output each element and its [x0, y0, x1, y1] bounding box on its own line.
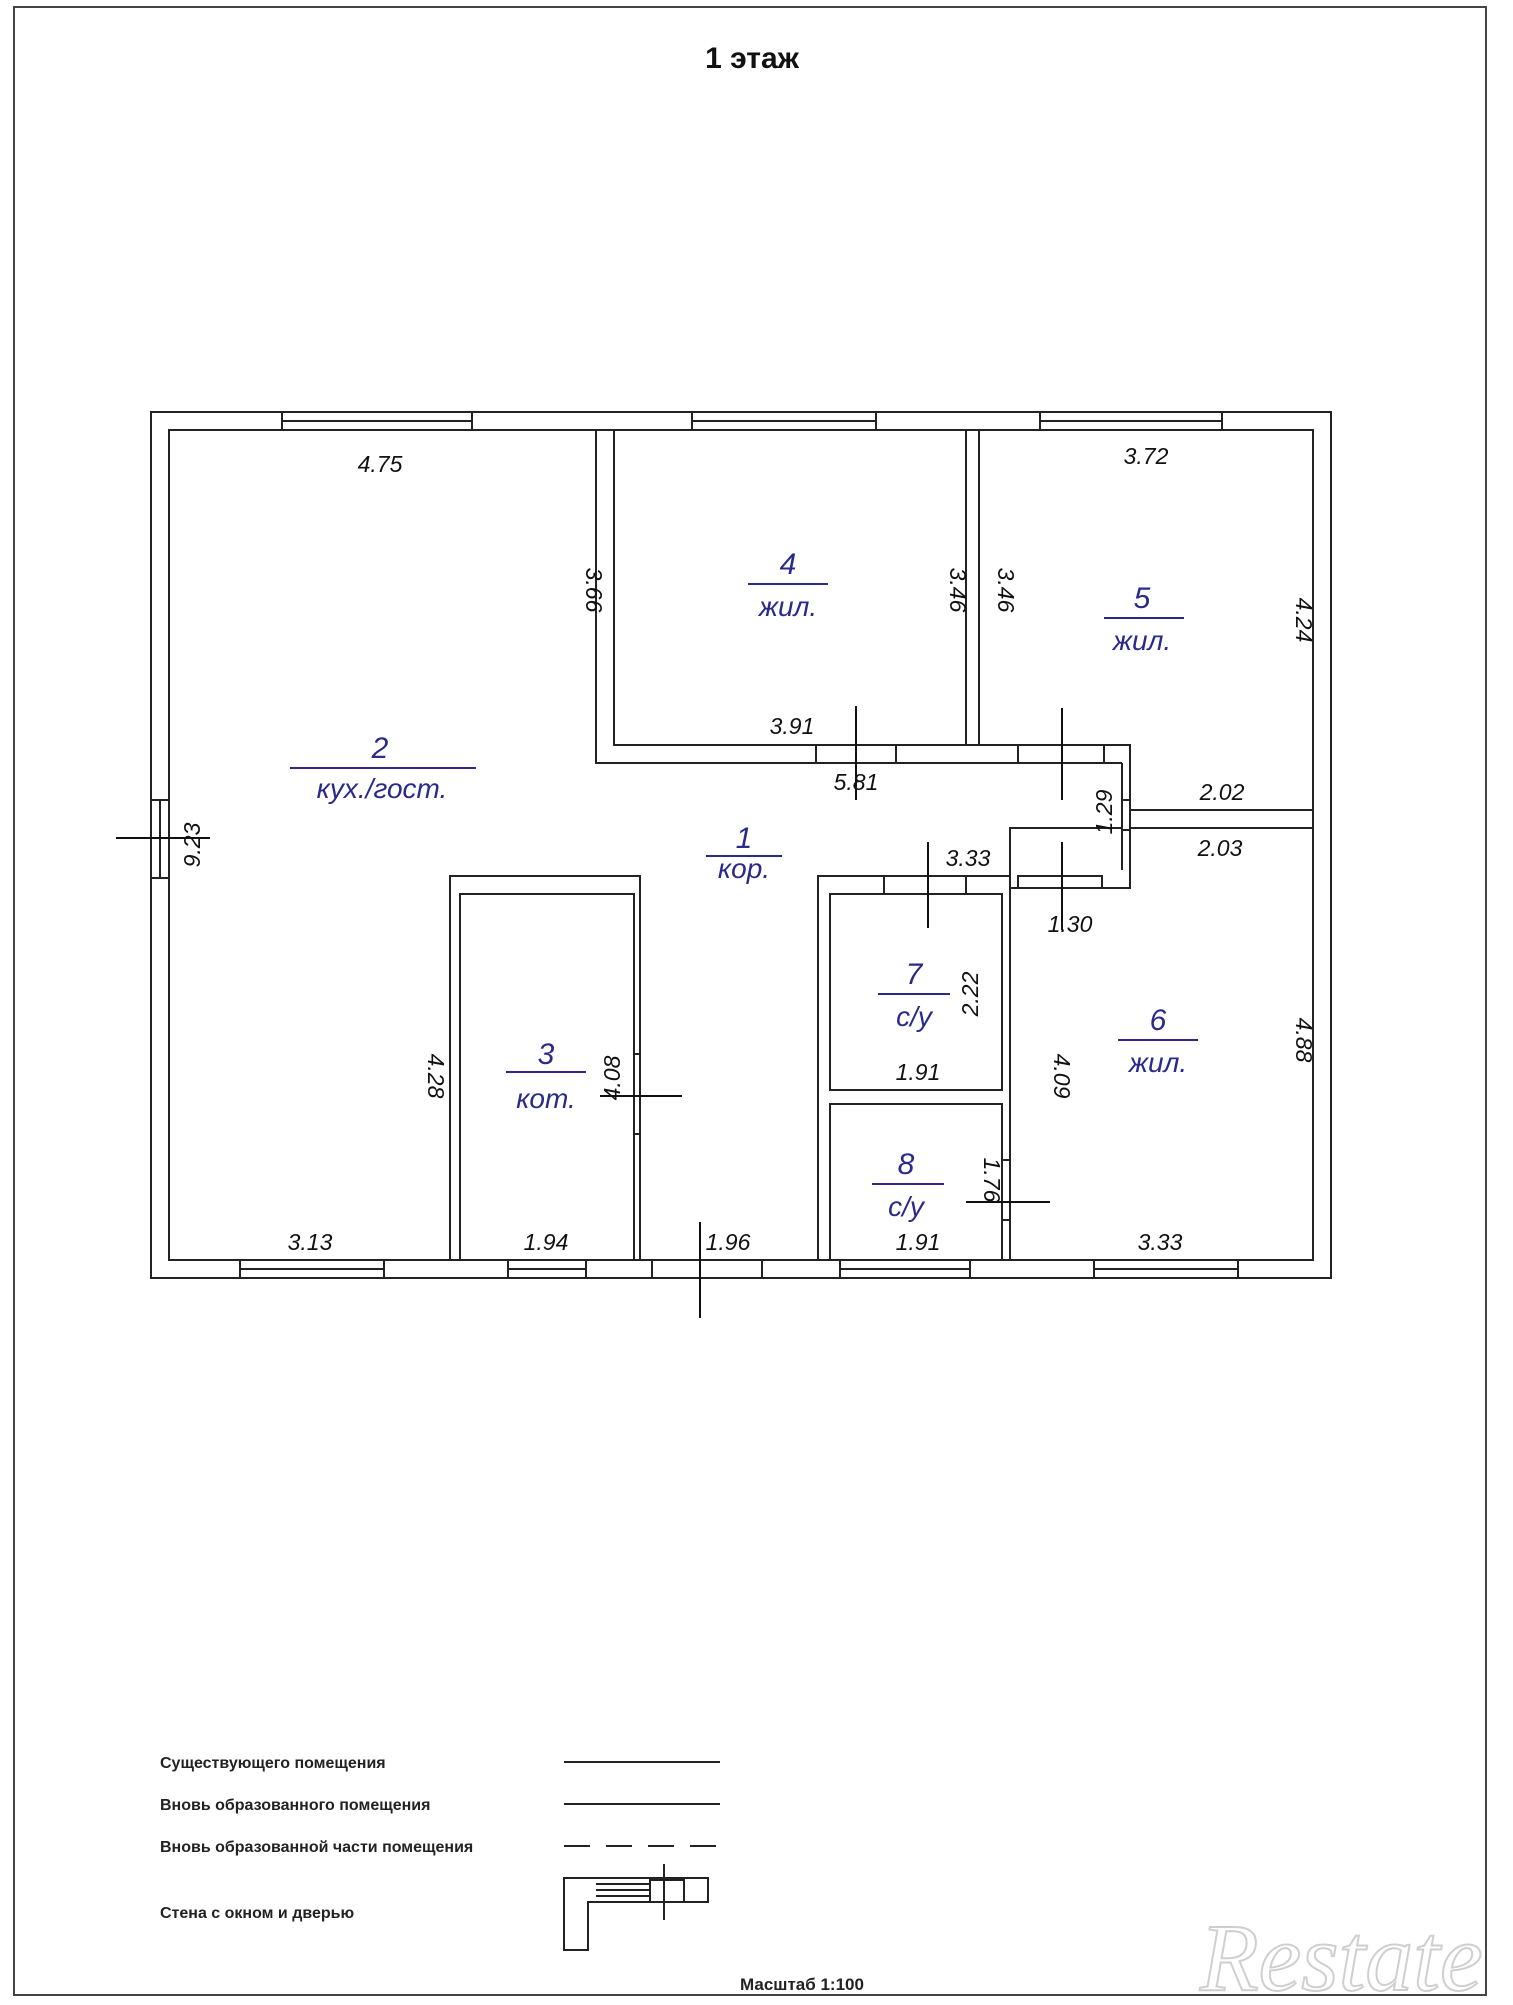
svg-text:3: 3: [538, 1038, 555, 1071]
dim-r6-right: 4.88: [1291, 1018, 1317, 1063]
room-label-1: 1 кор.: [706, 822, 782, 884]
legend-label-existing: Существующего помещения: [160, 1755, 386, 1772]
door-room8: [1001, 1159, 1011, 1221]
legend-label-wall-symbol: Стена с окном и дверью: [160, 1905, 355, 1922]
svg-text:5: 5: [1134, 582, 1151, 615]
room-label-4: 4 жил.: [748, 548, 828, 622]
dim-r4-right: 3.46: [945, 568, 971, 613]
dim-corridor-mid: 3.33: [946, 845, 991, 871]
wall-room4-left: [613, 430, 979, 746]
svg-text:с/у: с/у: [896, 1001, 934, 1032]
dim-r2-left: 9.23: [179, 822, 205, 867]
dim-r2-top: 4.75: [358, 451, 403, 477]
legend-label-new-part: Вновь образованной части помещения: [160, 1839, 473, 1856]
dim-r5-top: 3.72: [1124, 443, 1169, 469]
door-markers: [116, 706, 1063, 1318]
dim-r2-lower-right: 4.28: [423, 1054, 449, 1099]
dim-corridor-top: 5.81: [834, 769, 879, 795]
door-room3: [633, 1053, 641, 1135]
room-label-3: 3 кот.: [506, 1038, 586, 1114]
dim-r8-right: 1.76: [979, 1158, 1005, 1203]
room-label-6: 6 жил.: [1118, 1004, 1198, 1078]
room-label-5: 5 жил.: [1104, 582, 1184, 656]
dim-r7-bottom: 1.91: [896, 1059, 941, 1085]
svg-text:с/у: с/у: [888, 1191, 926, 1222]
door-corridor-room6: [1017, 875, 1103, 889]
svg-text:кот.: кот.: [516, 1083, 576, 1114]
doors: [633, 744, 1131, 1279]
svg-text:жил.: жил.: [1127, 1047, 1187, 1078]
svg-text:8: 8: [898, 1148, 915, 1181]
watermark-logo: Restate: [1199, 1904, 1483, 2000]
legend: Существующего помещения Вновь образованн…: [160, 1755, 864, 1994]
dim-r2-bottom: 3.13: [288, 1229, 333, 1255]
dim-corridor-bottom: 1.96: [706, 1229, 751, 1255]
room4-walls: [613, 429, 967, 746]
room6-walls: [1009, 827, 1314, 1261]
room-labels: 1 кор. 2 кух./гост. 3 кот. 4 жил. 5 жил.…: [290, 548, 1198, 1222]
door-room6-side: [1121, 799, 1131, 831]
svg-text:1: 1: [736, 822, 753, 855]
dimensions: 4.75 3.66 9.23 3.13 4.28 3.46 3.91 3.72 …: [179, 443, 1317, 1255]
svg-text:жил.: жил.: [1111, 625, 1171, 656]
dim-r6-left: 4.09: [1049, 1054, 1075, 1099]
page-title: 1 этаж: [705, 42, 800, 75]
svg-text:6: 6: [1150, 1004, 1167, 1037]
legend-wall-symbol: [563, 1864, 709, 1951]
dim-r6-bottom: 3.33: [1138, 1229, 1183, 1255]
dim-corridor-vert: 1.29: [1091, 789, 1117, 834]
svg-text:кух./гост.: кух./гост.: [317, 773, 448, 804]
dim-r7-right: 2.22: [957, 971, 983, 1017]
door-room7: [883, 875, 967, 895]
dim-r6-top: 2.03: [1197, 835, 1243, 861]
dim-corridor-small: 1.30: [1048, 911, 1093, 937]
svg-text:4: 4: [780, 548, 797, 581]
wall-room2-right: [595, 430, 1122, 764]
dim-r5-bottom: 2.02: [1199, 779, 1245, 805]
windows: [150, 411, 1239, 1279]
svg-text:кор.: кор.: [718, 853, 770, 884]
room-label-7: 7 с/у: [878, 958, 950, 1032]
sheet-border: [13, 6, 1487, 1996]
legend-label-new-room: Вновь образованного помещения: [160, 1797, 430, 1814]
dim-r5-right: 4.24: [1291, 598, 1317, 643]
room-label-2: 2 кух./гост.: [290, 732, 476, 804]
dim-r2-right: 3.66: [581, 568, 607, 613]
dim-r8-bottom: 1.91: [896, 1229, 941, 1255]
door-entrance: [651, 1259, 763, 1279]
dim-r3-bottom: 1.94: [524, 1229, 569, 1255]
dim-r3-right: 4.08: [599, 1055, 625, 1100]
svg-text:7: 7: [906, 958, 924, 991]
scale-label: Масштаб 1:100: [740, 1975, 864, 1994]
dim-r5-left: 3.46: [993, 568, 1019, 613]
svg-text:2: 2: [371, 732, 389, 765]
svg-text:жил.: жил.: [757, 591, 817, 622]
dim-r4-bottom: 3.91: [770, 713, 815, 739]
room-label-8: 8 с/у: [872, 1148, 944, 1222]
